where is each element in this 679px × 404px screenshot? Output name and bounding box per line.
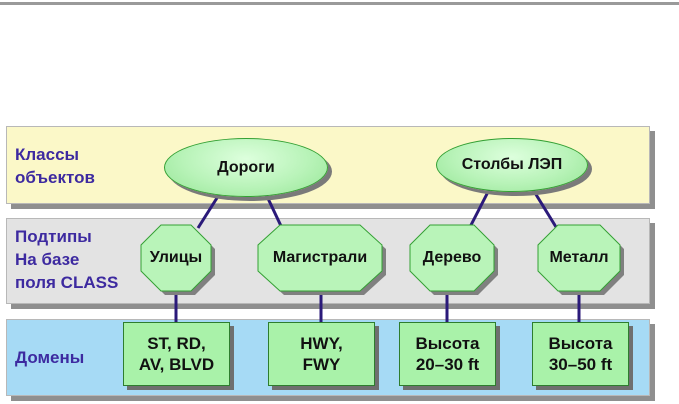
- top-divider: [0, 2, 679, 5]
- subtype-highways-label: Магистрали: [272, 249, 368, 266]
- domain-metal-height-box: Высота 30–50 ft: [532, 322, 629, 386]
- domain-wood-height-box: Высота 20–30 ft: [399, 322, 496, 386]
- subtype-wood-node: Дерево: [409, 224, 498, 295]
- connector-poles-metal: [530, 187, 558, 228]
- domain-wood-height-values: Высота 20–30 ft: [415, 334, 480, 374]
- domain-metal-height-values: Высота 30–50 ft: [548, 334, 613, 374]
- subtype-streets-label: Улицы: [149, 249, 203, 266]
- domain-highways-values: HWY, FWY: [300, 334, 343, 374]
- subtype-metal-label: Металл: [549, 249, 609, 266]
- connector-roads-streets: [196, 189, 224, 229]
- class-roads-label: Дороги: [217, 158, 275, 176]
- subtypes-label: Подтипы На базе поля CLASS: [15, 227, 119, 292]
- class-power-poles-node: Столбы ЛЭП: [436, 138, 588, 192]
- feature-classes-band: Классы объектов: [6, 126, 650, 204]
- subtype-metal-node: Металл: [537, 224, 624, 295]
- subtype-streets-node: Улицы: [140, 224, 215, 295]
- connector-poles-wood: [468, 187, 492, 228]
- feature-classes-label: Классы объектов: [15, 145, 95, 187]
- domain-highways-box: HWY, FWY: [268, 322, 375, 386]
- subtype-wood-label: Дерево: [422, 249, 482, 266]
- class-roads-node: Дороги: [164, 138, 328, 197]
- domain-streets-values: ST, RD, AV, BLVD: [138, 334, 215, 374]
- class-power-poles-label: Столбы ЛЭП: [461, 156, 563, 173]
- domain-streets-box: ST, RD, AV, BLVD: [123, 322, 230, 386]
- subtype-highways-node: Магистрали: [257, 224, 386, 295]
- domains-label: Домены: [15, 348, 85, 367]
